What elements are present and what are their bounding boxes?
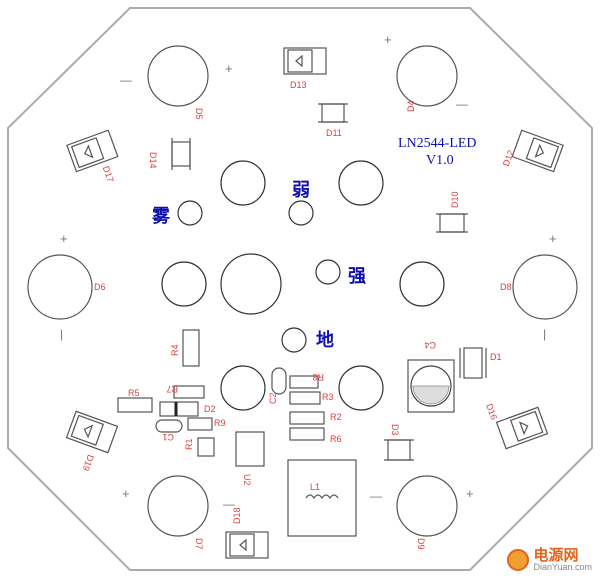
svg-text:+: + — [384, 32, 392, 47]
svg-text:D14: D14 — [148, 152, 158, 169]
diode-D1: D1 — [459, 347, 502, 379]
svg-text:D9: D9 — [416, 538, 426, 550]
svg-text:D2: D2 — [204, 404, 216, 414]
label-weak: 弱 — [292, 180, 310, 201]
board-version: V1.0 — [426, 153, 454, 168]
label-ground: 地 — [316, 329, 334, 351]
svg-text:—: — — [456, 97, 468, 111]
watermark-brand: 电源网 — [533, 546, 579, 564]
resistor-R9: R9 — [187, 417, 226, 431]
svg-text:D8: D8 — [500, 282, 512, 292]
diode-D18: D18 — [225, 507, 269, 559]
svg-text:—: — — [120, 73, 132, 87]
diode-D2: D2 — [159, 401, 216, 417]
svg-text:D7: D7 — [194, 538, 204, 550]
svg-text:D13: D13 — [290, 80, 307, 90]
label-strong: 强 — [348, 266, 366, 287]
svg-text:R7: R7 — [166, 384, 178, 394]
diode-D19: D19 — [65, 410, 119, 472]
svg-text:D6: D6 — [94, 282, 106, 292]
resistor-R2: R2 — [289, 411, 342, 425]
diode-D16: D16 — [484, 402, 549, 450]
svg-text:+: + — [60, 231, 68, 246]
led-D4: D4 + — — [384, 32, 468, 112]
label-fog: 雾 — [151, 205, 171, 227]
svg-text:L1: L1 — [310, 482, 320, 492]
svg-text:R6: R6 — [330, 434, 342, 444]
diode-D3: D3 — [384, 424, 414, 461]
diode-D12: D12 — [501, 129, 564, 173]
capacitor-C4: C4 — [407, 340, 455, 413]
svg-text:D19: D19 — [81, 453, 96, 472]
svg-text:|: | — [60, 327, 63, 341]
svg-text:C2: C2 — [268, 392, 278, 404]
led-D7: D7 + — — [122, 475, 235, 550]
svg-text:R3: R3 — [322, 392, 334, 402]
svg-text:C1: C1 — [162, 432, 174, 442]
resistor-R3: R3 — [289, 391, 334, 405]
svg-text:R2: R2 — [330, 412, 342, 422]
diode-D11: D11 — [318, 103, 348, 138]
ic-U2: U2 — [235, 431, 265, 486]
resistor-R4: R4 — [170, 329, 200, 367]
resistor-R5: R5 — [117, 388, 153, 413]
svg-text:D12: D12 — [501, 149, 516, 168]
watermark: 电源网 DianYuan.com — [507, 548, 592, 572]
diode-D10: D10 — [436, 191, 468, 233]
svg-text:+: + — [225, 61, 233, 76]
svg-text:R5: R5 — [128, 388, 140, 398]
board-title: LN2544-LED — [398, 136, 477, 151]
svg-text:+: + — [466, 486, 474, 501]
svg-text:R8: R8 — [312, 372, 324, 382]
led-D8: D8 + | — [500, 231, 578, 341]
svg-text:—: — — [370, 489, 382, 503]
diode-D13: D13 — [283, 47, 327, 90]
svg-text:—: — — [223, 497, 235, 511]
svg-text:D18: D18 — [232, 507, 242, 524]
svg-text:|: | — [543, 327, 546, 341]
svg-text:D4: D4 — [406, 100, 416, 112]
pads-center — [161, 160, 445, 411]
brand-logo-icon — [507, 549, 530, 571]
resistor-R6: R6 — [289, 427, 342, 444]
svg-text:D16: D16 — [484, 402, 499, 421]
svg-text:R4: R4 — [170, 344, 180, 356]
svg-text:C4: C4 — [424, 340, 436, 350]
svg-text:D11: D11 — [326, 128, 342, 138]
svg-text:R1: R1 — [184, 438, 194, 450]
inductor-L1: L1 — [287, 459, 357, 537]
resistor-R1: R1 — [184, 437, 215, 457]
svg-text:+: + — [549, 231, 557, 246]
led-D6: D6 + | — [27, 231, 106, 341]
svg-text:D3: D3 — [390, 424, 400, 436]
svg-text:+: + — [122, 486, 130, 501]
diode-D17: D17 — [66, 129, 119, 184]
led-D9: D9 + — — [370, 475, 474, 550]
diode-D14: D14 — [148, 138, 191, 170]
svg-text:R9: R9 — [214, 418, 226, 428]
svg-text:U2: U2 — [242, 474, 252, 486]
svg-text:D1: D1 — [490, 352, 502, 362]
led-D5: D5 — + — [120, 45, 233, 120]
svg-text:D10: D10 — [450, 191, 460, 208]
resistor-R7: R7 — [166, 384, 205, 399]
board-outline — [7, 7, 593, 571]
svg-text:D5: D5 — [194, 108, 204, 120]
svg-text:D17: D17 — [101, 165, 116, 184]
watermark-url: DianYuan.com — [533, 562, 592, 572]
capacitor-C1: C1 — [155, 419, 183, 442]
resistor-R8: R8 — [289, 372, 324, 389]
capacitor-C2: C2 — [268, 367, 287, 404]
